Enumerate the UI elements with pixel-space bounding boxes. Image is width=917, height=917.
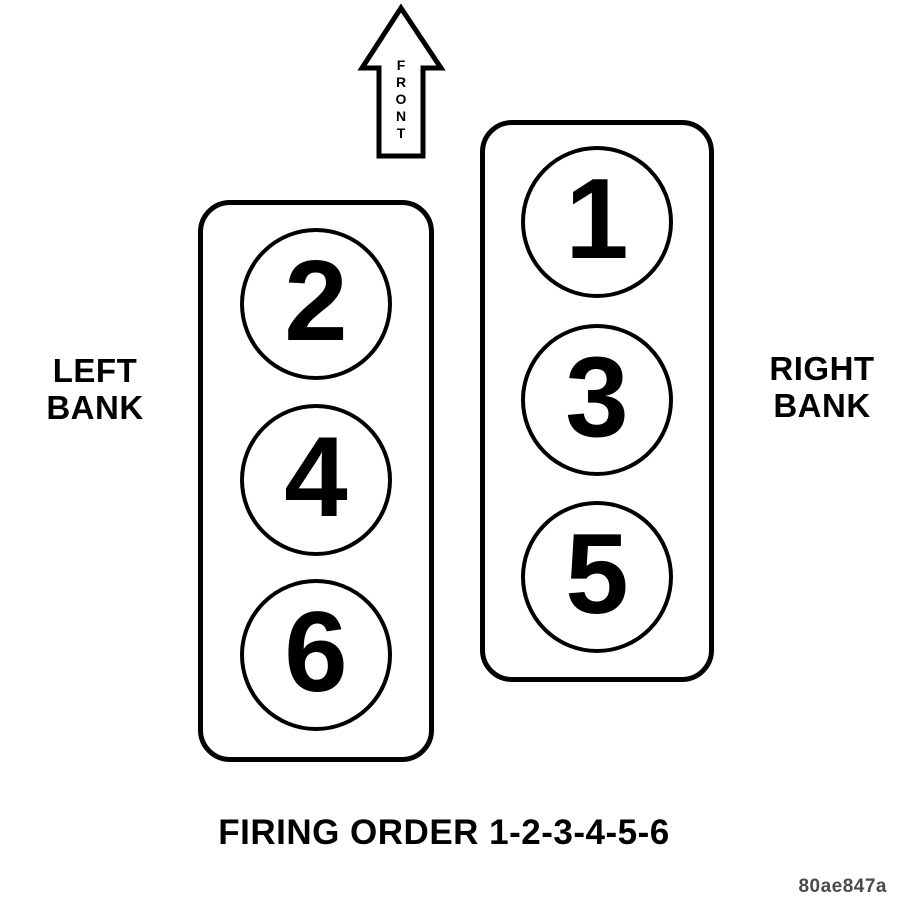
front-arrow-icon — [357, 3, 446, 159]
cylinder-1: 1 — [521, 146, 673, 298]
cylinder-6: 6 — [240, 579, 392, 731]
firing-order-caption: FIRING ORDER 1-2-3-4-5-6 — [218, 813, 670, 852]
right-bank-label: RIGHT BANK — [752, 350, 892, 424]
cylinder-4-number: 4 — [284, 414, 348, 541]
cylinder-2-number: 2 — [284, 238, 348, 365]
cylinder-2: 2 — [240, 228, 392, 380]
front-arrow-label: FRONT — [395, 57, 407, 141]
cylinder-4: 4 — [240, 404, 392, 556]
left-bank-label-line2: BANK — [46, 389, 144, 426]
cylinder-1-number: 1 — [565, 156, 629, 283]
right-bank-label-line1: RIGHT — [769, 350, 875, 387]
cylinder-5-number: 5 — [565, 511, 629, 638]
cylinder-6-number: 6 — [284, 589, 348, 716]
cylinder-3: 3 — [521, 324, 673, 476]
reference-code: 80ae847a — [798, 876, 887, 897]
cylinder-5: 5 — [521, 501, 673, 653]
cylinder-3-number: 3 — [565, 334, 629, 461]
right-bank-label-line2: BANK — [773, 387, 871, 424]
left-bank-label-line1: LEFT — [52, 352, 138, 389]
left-bank-label: LEFT BANK — [25, 352, 165, 426]
